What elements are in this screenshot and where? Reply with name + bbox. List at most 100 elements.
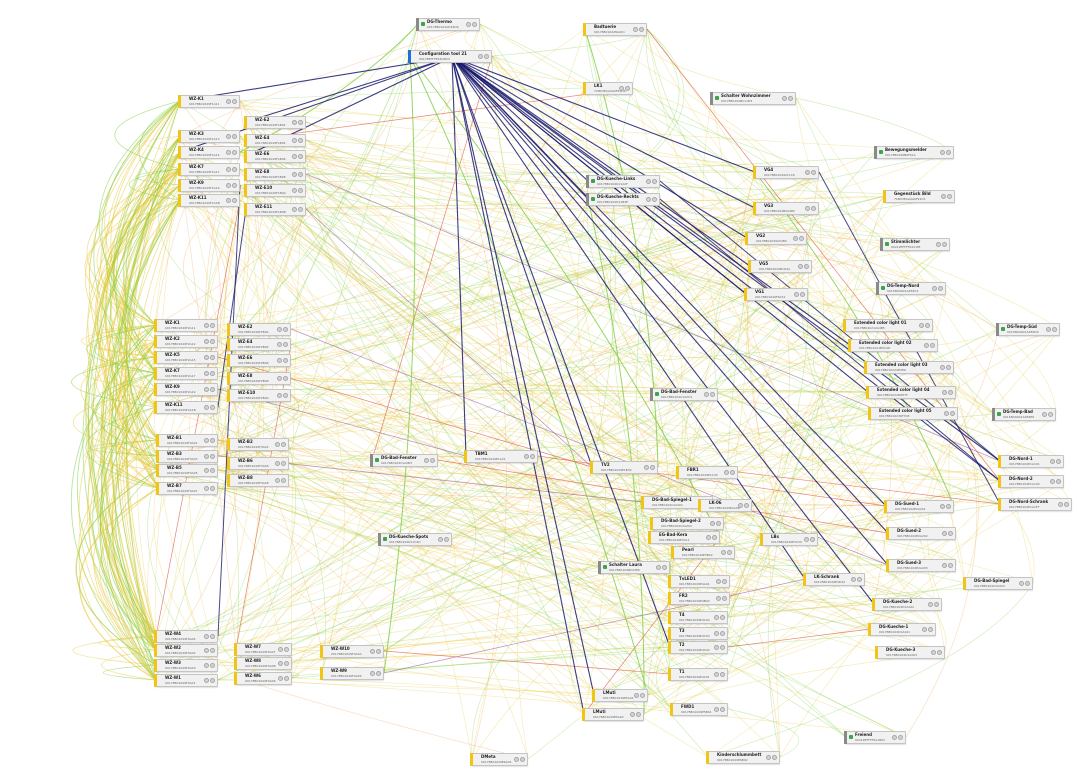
config-button-icon[interactable] [942,531,947,536]
config-button-icon[interactable] [204,339,209,344]
info-button-icon[interactable] [283,327,288,332]
config-button-icon[interactable] [851,577,856,582]
config-button-icon[interactable] [1042,412,1047,417]
config-button-icon[interactable] [292,188,297,193]
config-button-icon[interactable] [714,672,719,677]
config-button-icon[interactable] [204,323,209,328]
config-button-icon[interactable] [805,206,810,211]
info-button-icon[interactable] [720,631,725,636]
config-button-icon[interactable] [941,194,946,199]
config-button-icon[interactable] [370,649,375,654]
info-button-icon[interactable] [281,442,286,447]
info-button-icon[interactable] [857,577,862,582]
config-button-icon[interactable] [277,327,282,332]
config-button-icon[interactable] [226,183,231,188]
info-button-icon[interactable] [934,602,939,607]
info-button-icon[interactable] [281,478,286,483]
config-button-icon[interactable] [292,120,297,125]
info-button-icon[interactable] [298,172,303,177]
config-button-icon[interactable] [940,150,945,155]
info-button-icon[interactable] [799,236,804,241]
info-button-icon[interactable] [472,22,477,27]
info-button-icon[interactable] [232,150,237,155]
info-button-icon[interactable] [1056,479,1061,484]
info-button-icon[interactable] [1056,459,1061,464]
info-button-icon[interactable] [283,393,288,398]
info-button-icon[interactable] [650,465,655,470]
info-button-icon[interactable] [662,565,667,570]
info-button-icon[interactable] [1064,502,1069,507]
config-button-icon[interactable] [932,286,937,291]
info-button-icon[interactable] [712,535,717,540]
info-button-icon[interactable] [928,627,933,632]
info-button-icon[interactable] [232,198,237,203]
config-button-icon[interactable] [204,663,209,668]
config-button-icon[interactable] [944,411,949,416]
config-button-icon[interactable] [292,207,297,212]
config-button-icon[interactable] [226,150,231,155]
config-button-icon[interactable] [204,468,209,473]
info-button-icon[interactable] [232,134,237,139]
config-button-icon[interactable] [793,236,798,241]
info-button-icon[interactable] [938,286,943,291]
config-button-icon[interactable] [724,470,729,475]
info-button-icon[interactable] [210,339,215,344]
config-button-icon[interactable] [714,631,719,636]
config-button-icon[interactable] [940,504,945,509]
info-button-icon[interactable] [210,355,215,360]
info-button-icon[interactable] [937,650,942,655]
info-button-icon[interactable] [210,387,215,392]
info-button-icon[interactable] [281,461,286,466]
config-button-icon[interactable] [646,179,651,184]
info-button-icon[interactable] [947,194,952,199]
info-button-icon[interactable] [210,648,215,653]
config-button-icon[interactable] [226,167,231,172]
info-button-icon[interactable] [298,138,303,143]
info-button-icon[interactable] [210,634,215,639]
config-button-icon[interactable] [942,563,947,568]
config-button-icon[interactable] [1046,327,1051,332]
